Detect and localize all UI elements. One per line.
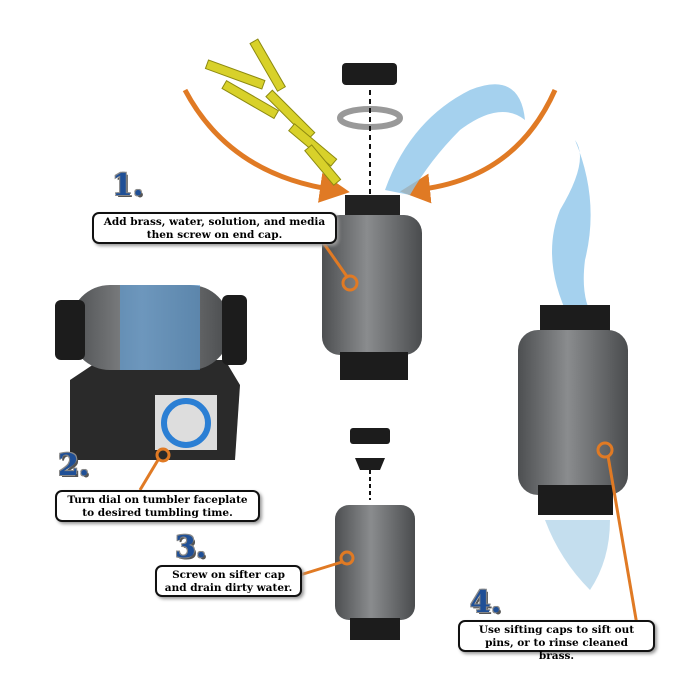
right-arrow	[400, 88, 558, 204]
tumbler-machine	[55, 285, 247, 460]
step-4-number: 4.	[470, 585, 502, 620]
step-3-pointer-line	[299, 560, 343, 577]
step-2-number: 2.	[58, 448, 90, 483]
step-1-pointer-line	[318, 237, 350, 279]
sifter-basket	[355, 458, 385, 470]
step-3-label: Screw on sifter cap and drain dirty wate…	[155, 565, 302, 597]
step-3-number: 3.	[175, 530, 207, 565]
step-4-pointer-line	[606, 455, 639, 626]
brass-casings-icon	[204, 38, 342, 186]
end-cap	[342, 63, 397, 85]
canister-step-1	[322, 195, 422, 380]
water-splash-icon	[385, 84, 610, 590]
timer-dial	[161, 398, 211, 448]
step-1-pointer-ring	[341, 274, 359, 292]
sifter-cap	[350, 428, 390, 444]
left-arrow	[182, 88, 350, 203]
step-1-label: Add brass, water, solution, and media th…	[92, 212, 337, 244]
step-2-label: Turn dial on tumbler faceplate to desire…	[55, 490, 260, 522]
step-4-label: Use sifting caps to sift out pins, or to…	[458, 620, 655, 662]
step-2-pointer-ring	[155, 447, 171, 463]
step-1-number: 1.	[112, 168, 144, 203]
step-3-pointer-ring	[339, 550, 355, 566]
step-2-pointer-line	[138, 459, 160, 491]
canister-step-3	[335, 505, 415, 640]
step-4-pointer-ring	[596, 441, 614, 459]
